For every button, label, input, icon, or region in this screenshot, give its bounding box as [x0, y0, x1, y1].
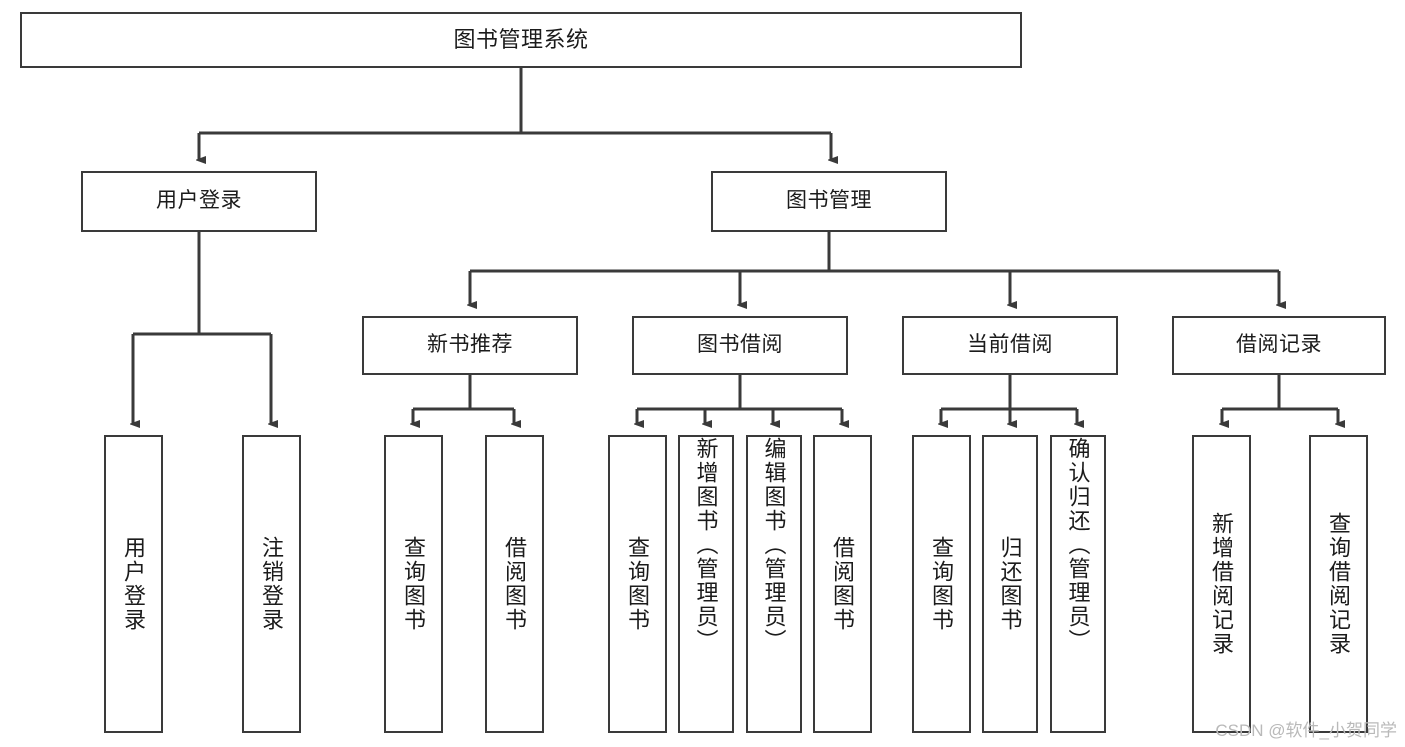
node-label: 用户登录: [156, 189, 242, 213]
leaf-query-book-recommend[interactable]: 查询图书: [384, 435, 443, 733]
node-label: 用户登录: [121, 536, 147, 632]
leaf-borrow-book-recommend[interactable]: 借阅图书: [485, 435, 544, 733]
leaf-edit-book-admin[interactable]: 编辑图书（管理员）: [746, 435, 802, 733]
csdn-watermark: CSDN @软件_小贺同学: [1215, 721, 1397, 740]
node-book-management[interactable]: 图书管理: [711, 171, 947, 232]
node-user-login[interactable]: 用户登录: [81, 171, 317, 232]
leaf-query-borrow-record[interactable]: 查询借阅记录: [1309, 435, 1368, 733]
node-label: 查询图书: [929, 536, 955, 632]
leaf-user-login[interactable]: 用户登录: [104, 435, 163, 733]
leaf-return-book[interactable]: 归还图书: [982, 435, 1038, 733]
node-root-system[interactable]: 图书管理系统: [20, 12, 1022, 68]
node-label: 借阅记录: [1236, 333, 1322, 357]
node-label: 图书管理系统: [453, 27, 589, 53]
node-label: 图书管理: [786, 189, 872, 213]
node-borrow-record[interactable]: 借阅记录: [1172, 316, 1386, 375]
node-label: 查询图书: [401, 536, 427, 632]
leaf-borrow-book[interactable]: 借阅图书: [813, 435, 872, 733]
node-label: 新书推荐: [427, 333, 513, 357]
leaf-add-borrow-record[interactable]: 新增借阅记录: [1192, 435, 1251, 733]
leaf-query-book-borrow[interactable]: 查询图书: [608, 435, 667, 733]
node-book-borrow[interactable]: 图书借阅: [632, 316, 848, 375]
leaf-query-book-current[interactable]: 查询图书: [912, 435, 971, 733]
node-label: 查询借阅记录: [1326, 512, 1352, 656]
node-label: 借阅图书: [502, 536, 528, 632]
node-label: 图书借阅: [697, 333, 783, 357]
leaf-logout[interactable]: 注销登录: [242, 435, 301, 733]
node-label: 新增借阅记录: [1209, 512, 1235, 656]
node-current-borrow[interactable]: 当前借阅: [902, 316, 1118, 375]
leaf-add-book-admin[interactable]: 新增图书（管理员）: [678, 435, 734, 733]
node-label: 查询图书: [625, 536, 651, 632]
leaf-confirm-return-admin[interactable]: 确认归还（管理员）: [1050, 435, 1106, 733]
node-label: 确认归还（管理员）: [1065, 437, 1091, 653]
node-label: 注销登录: [259, 536, 285, 632]
node-label: 借阅图书: [830, 536, 856, 632]
node-label: 编辑图书（管理员）: [761, 437, 787, 653]
node-label: 归还图书: [997, 536, 1023, 632]
node-label: 新增图书（管理员）: [693, 437, 719, 653]
node-new-book-recommend[interactable]: 新书推荐: [362, 316, 578, 375]
node-label: 当前借阅: [967, 333, 1053, 357]
